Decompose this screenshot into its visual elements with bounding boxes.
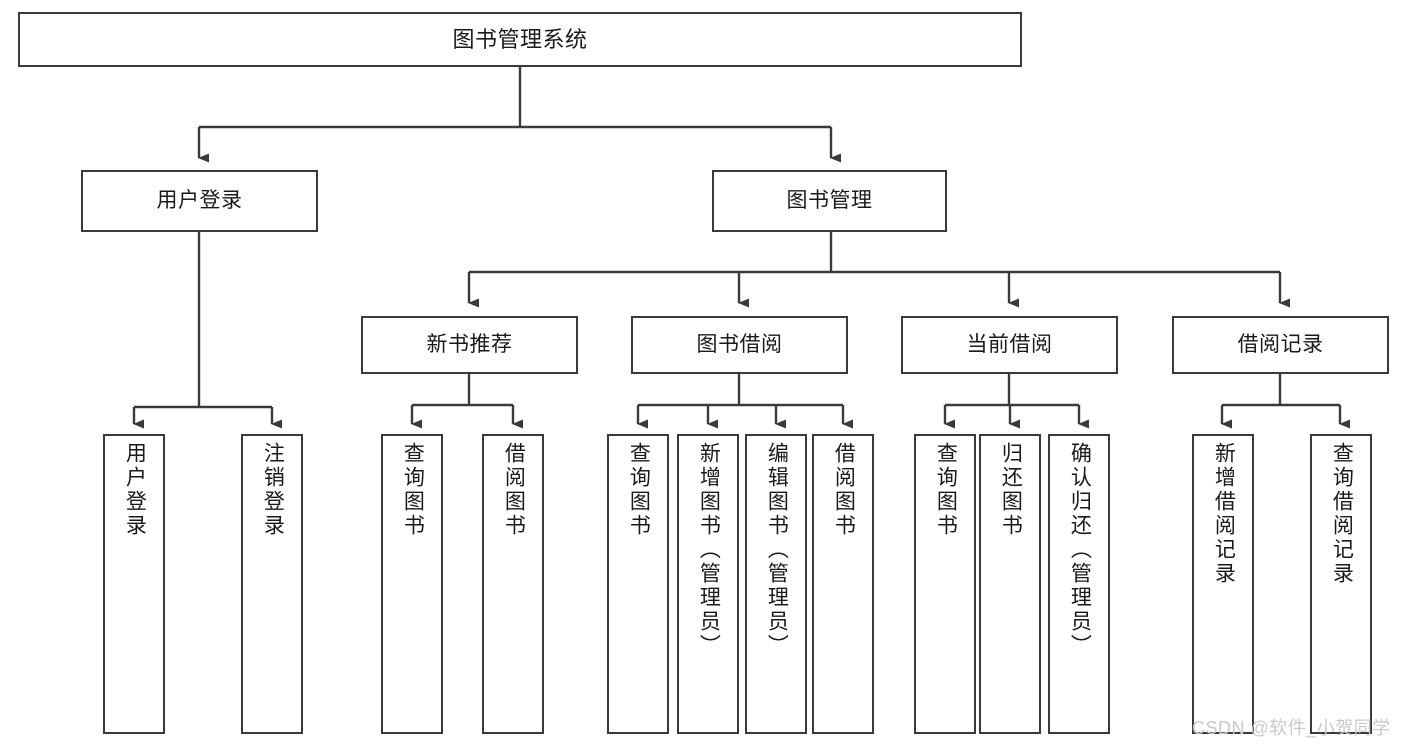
node-label: 用户登录 [156,188,243,212]
leaf-new-book-borrow[interactable]: 借阅图书 [482,434,544,734]
node-label: 图书管理系统 [452,26,588,52]
node-label: 归还图书 [999,442,1023,538]
node-user-login[interactable]: 用户登录 [81,170,318,232]
node-label: 查询图书 [934,442,958,538]
node-label: 图书借阅 [696,332,783,356]
leaf-borrow-add-book-admin[interactable]: 新增图书（管理员） [677,434,739,734]
node-label: 新书推荐 [426,332,513,356]
leaf-user-login-login[interactable]: 用户登录 [103,434,165,734]
node-label: 新增借阅记录 [1212,442,1236,586]
leaf-current-query-book[interactable]: 查询图书 [914,434,976,734]
leaf-current-return-book[interactable]: 归还图书 [979,434,1041,734]
node-label: 借阅图书 [832,442,856,538]
node-label: 查询图书 [627,442,651,538]
node-book-borrow[interactable]: 图书借阅 [631,316,848,374]
leaf-user-login-logout[interactable]: 注销登录 [241,434,303,734]
node-label: 借阅记录 [1237,332,1324,356]
node-current-borrow[interactable]: 当前借阅 [901,316,1118,374]
node-label: 确认归还（管理员） [1068,442,1092,658]
node-label: 查询借阅记录 [1330,442,1354,586]
node-label: 当前借阅 [966,332,1053,356]
node-label: 用户登录 [123,442,147,538]
leaf-borrow-borrow-book[interactable]: 借阅图书 [812,434,874,734]
leaf-current-confirm-return-admin[interactable]: 确认归还（管理员） [1048,434,1110,734]
node-borrow-record[interactable]: 借阅记录 [1172,316,1389,374]
leaf-record-add-record[interactable]: 新增借阅记录 [1192,434,1254,734]
csdn-watermark: CSDN @软件_小贺同学 [1192,718,1391,738]
leaf-borrow-edit-book-admin[interactable]: 编辑图书（管理员） [745,434,807,734]
node-label: 注销登录 [261,442,285,538]
leaf-borrow-query-book[interactable]: 查询图书 [607,434,669,734]
leaf-record-query-record[interactable]: 查询借阅记录 [1310,434,1372,734]
leaf-new-book-query[interactable]: 查询图书 [381,434,443,734]
node-new-book-recommend[interactable]: 新书推荐 [361,316,578,374]
node-label: 查询图书 [401,442,425,538]
node-label: 图书管理 [786,188,873,212]
node-book-management-system[interactable]: 图书管理系统 [18,12,1022,67]
node-book-management[interactable]: 图书管理 [712,170,947,232]
node-label: 新增图书（管理员） [697,442,721,658]
node-label: 编辑图书（管理员） [765,442,789,658]
node-label: 借阅图书 [502,442,526,538]
